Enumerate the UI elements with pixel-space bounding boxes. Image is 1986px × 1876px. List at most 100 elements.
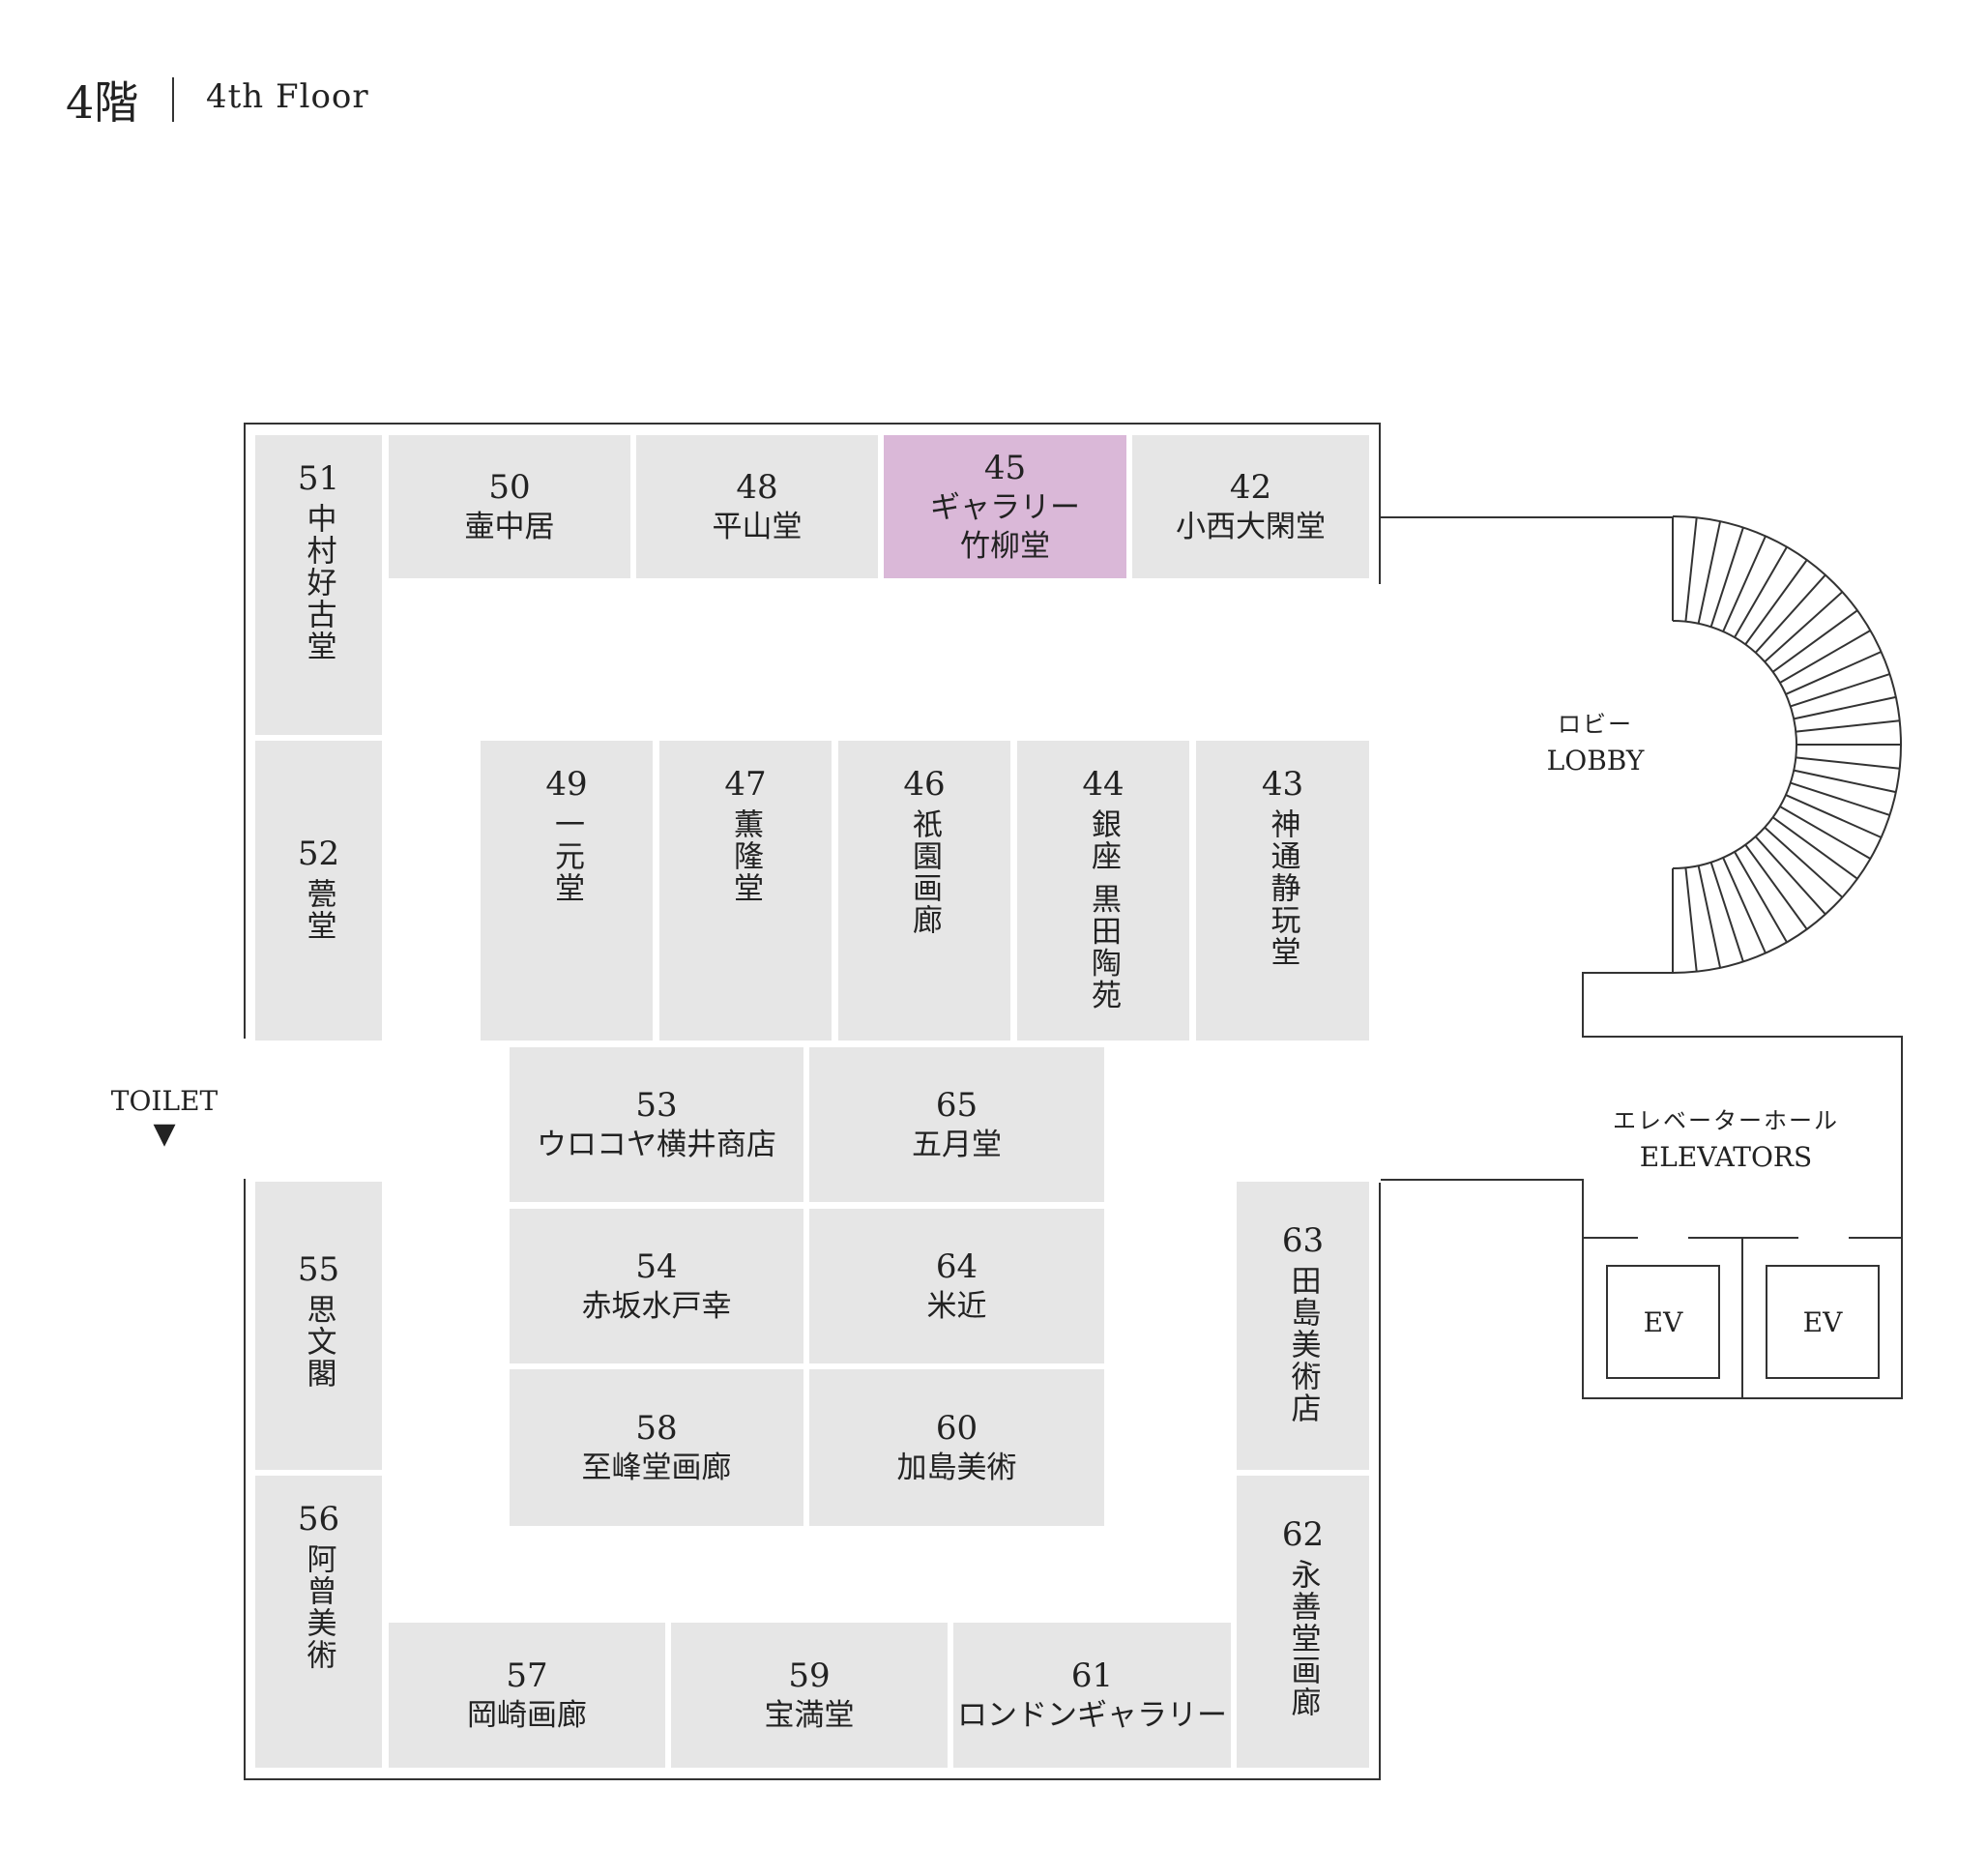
elevators-label-jp: エレベーターホール bbox=[1613, 1107, 1839, 1134]
booth-name: 薫隆堂 bbox=[728, 808, 763, 904]
booth-name: 田島美術店 bbox=[1285, 1265, 1321, 1424]
booth-52[interactable]: 52 甍堂 bbox=[255, 741, 382, 1041]
booth-47[interactable]: 47 薫隆堂 bbox=[659, 741, 832, 1041]
booth-name: ロンドンギャラリー bbox=[957, 1698, 1227, 1733]
booth-number: 42 bbox=[1229, 468, 1272, 507]
booth-number: 52 bbox=[297, 835, 340, 873]
booth-65[interactable]: 65 五月堂 bbox=[809, 1047, 1104, 1202]
booth-number: 65 bbox=[935, 1086, 978, 1125]
booth-number: 63 bbox=[1281, 1221, 1325, 1260]
booth-number: 51 bbox=[297, 459, 340, 498]
elevator-1: EV bbox=[1606, 1265, 1720, 1379]
booth-name-line-1: ギャラリー bbox=[930, 490, 1080, 525]
booth-name: ウロコヤ横井商店 bbox=[537, 1128, 776, 1162]
booth-number: 45 bbox=[983, 449, 1027, 487]
booth-59[interactable]: 59 宝満堂 bbox=[671, 1623, 948, 1768]
booth-53[interactable]: 53 ウロコヤ横井商店 bbox=[510, 1047, 803, 1202]
elevator-divider bbox=[1741, 1237, 1743, 1399]
elevator-door-line-3 bbox=[1849, 1237, 1903, 1239]
booth-number: 48 bbox=[736, 468, 778, 507]
lobby-opening bbox=[1377, 584, 1385, 1183]
booth-number: 58 bbox=[635, 1409, 678, 1448]
booth-number: 46 bbox=[903, 765, 946, 804]
lobby-wall-bottom bbox=[1381, 1179, 1584, 1181]
booth-54[interactable]: 54 赤坂水戸幸 bbox=[510, 1209, 803, 1363]
lobby-label-jp: ロビー bbox=[1558, 711, 1633, 738]
floor-title-jp: 4階 bbox=[66, 76, 139, 129]
booth-name-line-2: 竹柳堂 bbox=[960, 529, 1050, 564]
booth-name: 神通静玩堂 bbox=[1265, 808, 1300, 968]
booth-63[interactable]: 63 田島美術店 bbox=[1237, 1182, 1369, 1470]
booth-number: 56 bbox=[297, 1500, 340, 1539]
booth-64[interactable]: 64 米近 bbox=[809, 1209, 1104, 1363]
elevator-2-label: EV bbox=[1802, 1305, 1843, 1338]
elevators-label-en: ELEVATORS bbox=[1639, 1141, 1813, 1173]
booth-number: 50 bbox=[488, 468, 531, 507]
elevator-hall-wall-left bbox=[1582, 1179, 1584, 1399]
booth-number: 61 bbox=[1070, 1656, 1114, 1695]
booth-name: 宝満堂 bbox=[764, 1698, 855, 1733]
booth-44[interactable]: 44 銀座 黒田陶苑 bbox=[1017, 741, 1189, 1041]
title-divider bbox=[172, 77, 174, 122]
elevator-hall-wall-top bbox=[1582, 1036, 1903, 1038]
elevator-hall-wall-left-upper bbox=[1582, 972, 1584, 1038]
booth-name: 祇園画廊 bbox=[907, 808, 942, 936]
booth-name: 銀座 黒田陶苑 bbox=[1086, 808, 1121, 1011]
elevator-1-label: EV bbox=[1643, 1305, 1683, 1338]
lobby-label-en: LOBBY bbox=[1546, 745, 1645, 777]
stair-bottom-step bbox=[1582, 972, 1673, 974]
booth-number: 49 bbox=[545, 765, 588, 804]
booth-57[interactable]: 57 岡崎画廊 bbox=[389, 1623, 665, 1768]
booth-number: 44 bbox=[1082, 765, 1124, 804]
lobby-wall-top bbox=[1381, 516, 1673, 518]
booth-name: 至峰堂画廊 bbox=[581, 1451, 732, 1485]
booth-number: 43 bbox=[1261, 765, 1304, 804]
booth-46[interactable]: 46 祇園画廊 bbox=[838, 741, 1010, 1041]
toilet-label-text: TOILET bbox=[110, 1085, 219, 1117]
booth-45-highlighted[interactable]: 45 ギャラリー 竹柳堂 bbox=[884, 435, 1126, 578]
booth-number: 55 bbox=[297, 1250, 340, 1289]
booth-number: 54 bbox=[635, 1247, 678, 1286]
booth-number: 53 bbox=[635, 1086, 678, 1125]
booth-name: 壷中居 bbox=[464, 510, 555, 544]
elevator-door-line-1 bbox=[1582, 1237, 1638, 1239]
booth-48[interactable]: 48 平山堂 bbox=[636, 435, 878, 578]
booth-number: 47 bbox=[724, 765, 767, 804]
booth-name: 甍堂 bbox=[301, 878, 336, 942]
booth-62[interactable]: 62 永善堂画廊 bbox=[1237, 1476, 1369, 1768]
booth-name: 一元堂 bbox=[549, 808, 584, 904]
booth-name: 岡崎画廊 bbox=[467, 1698, 587, 1733]
elevators-label: エレベーターホール ELEVATORS bbox=[1586, 1102, 1866, 1176]
booth-number: 60 bbox=[935, 1409, 978, 1448]
booth-name: 加島美術 bbox=[896, 1451, 1017, 1485]
booth-name: 中村好古堂 bbox=[301, 503, 336, 662]
booth-name: 平山堂 bbox=[712, 510, 803, 544]
elevator-hall-wall-right bbox=[1901, 1036, 1903, 1399]
toilet-arrow-icon: ▼ bbox=[153, 1117, 176, 1151]
booth-number: 64 bbox=[935, 1247, 978, 1286]
booth-43[interactable]: 43 神通静玩堂 bbox=[1196, 741, 1369, 1041]
booth-51[interactable]: 51 中村好古堂 bbox=[255, 435, 382, 735]
booth-49[interactable]: 49 一元堂 bbox=[481, 741, 653, 1041]
booth-name: 思文閣 bbox=[301, 1294, 336, 1390]
booth-61[interactable]: 61 ロンドンギャラリー bbox=[953, 1623, 1231, 1768]
booth-number: 57 bbox=[506, 1656, 548, 1695]
booth-50[interactable]: 50 壷中居 bbox=[389, 435, 630, 578]
booth-number: 59 bbox=[788, 1656, 831, 1695]
elevator-2: EV bbox=[1766, 1265, 1880, 1379]
booth-58[interactable]: 58 至峰堂画廊 bbox=[510, 1369, 803, 1526]
booth-name: 米近 bbox=[926, 1289, 987, 1324]
booth-name: 五月堂 bbox=[912, 1128, 1002, 1162]
lobby-label: ロビー LOBBY bbox=[1508, 706, 1682, 779]
booth-60[interactable]: 60 加島美術 bbox=[809, 1369, 1104, 1526]
booth-55[interactable]: 55 思文閣 bbox=[255, 1182, 382, 1470]
booth-name: 阿曾美術 bbox=[301, 1543, 336, 1671]
toilet-opening bbox=[240, 1039, 248, 1179]
booth-42[interactable]: 42 小西大閑堂 bbox=[1132, 435, 1369, 578]
toilet-label: TOILET ▼ bbox=[97, 1083, 232, 1149]
booth-56[interactable]: 56 阿曾美術 bbox=[255, 1476, 382, 1768]
booth-name: 小西大閑堂 bbox=[1176, 510, 1326, 544]
booth-name: 永善堂画廊 bbox=[1285, 1559, 1321, 1718]
floor-title-en: 4th Floor bbox=[206, 77, 369, 116]
elevator-door-line-2 bbox=[1688, 1237, 1798, 1239]
